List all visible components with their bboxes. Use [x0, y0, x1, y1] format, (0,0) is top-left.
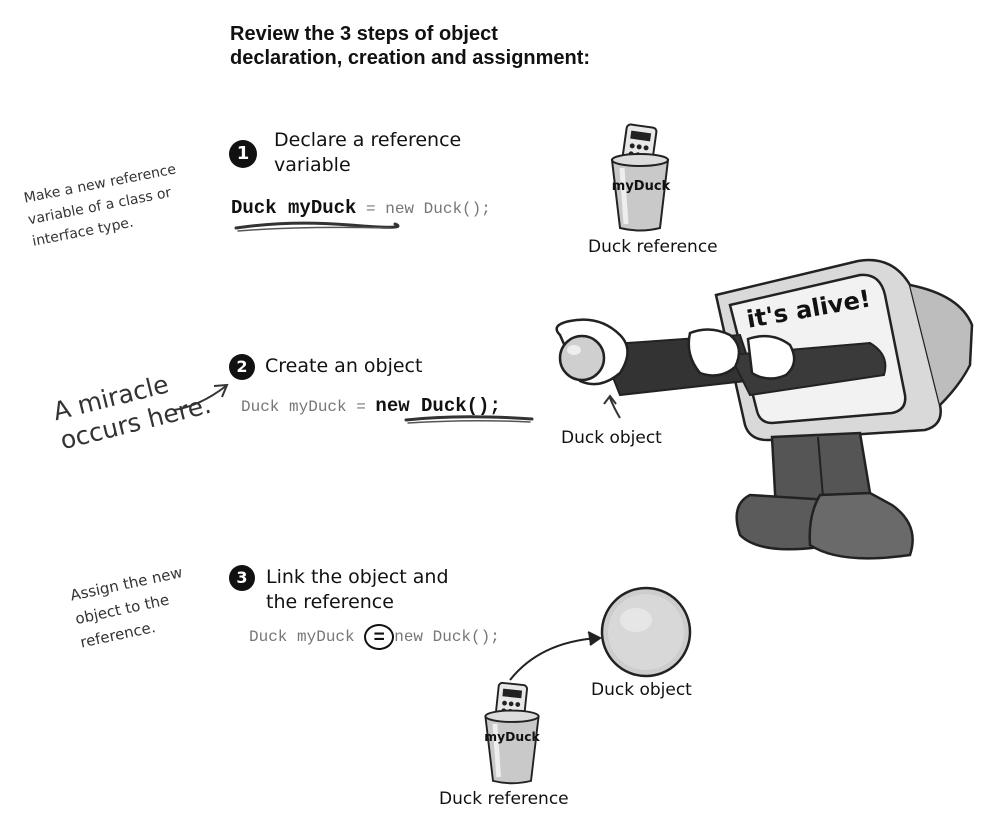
step-1-heading-line-2: variable [274, 154, 351, 176]
step-3-reference-cup-icon: myDuck [484, 681, 541, 785]
step-3-badge: 3 [229, 565, 255, 591]
step-1-reference-cup-icon: myDuck [610, 123, 671, 232]
step-3-cup-label: myDuck [484, 730, 540, 744]
step-3-code-end: new Duck(); [394, 628, 500, 647]
step-2-code-end: ; [489, 395, 501, 417]
step-3-heading: Link the object and the reference [266, 565, 449, 615]
step-3-reference-caption: Duck reference [439, 789, 569, 809]
step-2-badge: 2 [229, 354, 255, 380]
step-2-heading: Create an object [265, 355, 423, 377]
step-1-cup-label: myDuck [612, 179, 671, 194]
assignment-operator: = [364, 624, 395, 650]
title-line-1: Review the 3 steps of object [230, 23, 498, 45]
computer-robot-illustration: it's alive! [555, 258, 974, 560]
step-2-code-start: Duck myDuck = [241, 398, 376, 416]
step-3-code-start: Duck myDuck [249, 628, 365, 647]
step-1-heading: Declare a reference variable [274, 128, 461, 178]
step-3-duck-object-icon [600, 586, 692, 678]
step-1-badge: 1 [229, 140, 257, 168]
step-1-underline [234, 221, 400, 232]
step-1-reference-caption: Duck reference [588, 237, 718, 257]
step-1-heading-line-1: Declare a reference [274, 129, 462, 151]
step-1-code-rest: = new Duck(); [356, 200, 491, 218]
step-3-code: Duck myDuck =new Duck(); [249, 624, 500, 650]
duck-object-pointer-icon [603, 394, 621, 419]
step-3-object-caption: Duck object [591, 680, 692, 700]
step-3-heading-line-2: the reference [266, 591, 394, 613]
step-3-annotation: Assign the new object to the reference. [68, 563, 185, 652]
reference-link-arrow-icon [509, 631, 602, 681]
step-2-code: Duck myDuck = new Duck(); [241, 396, 501, 417]
step-2-underline [404, 415, 534, 424]
step-2-code-creation: new Duck() [375, 395, 490, 417]
step-2-annotation-arrow-icon [173, 383, 229, 411]
step-1-code: Duck myDuck = new Duck(); [231, 198, 491, 219]
title-line-2: declaration, creation and assignment: [230, 47, 591, 69]
step-1-code-declaration: Duck myDuck [231, 197, 357, 219]
page-title: Review the 3 steps of object declaration… [230, 22, 590, 70]
step-3-heading-line-1: Link the object and [266, 566, 449, 588]
step-2-object-caption: Duck object [561, 428, 662, 448]
step-1-annotation: Make a new reference variable of a class… [22, 161, 178, 250]
